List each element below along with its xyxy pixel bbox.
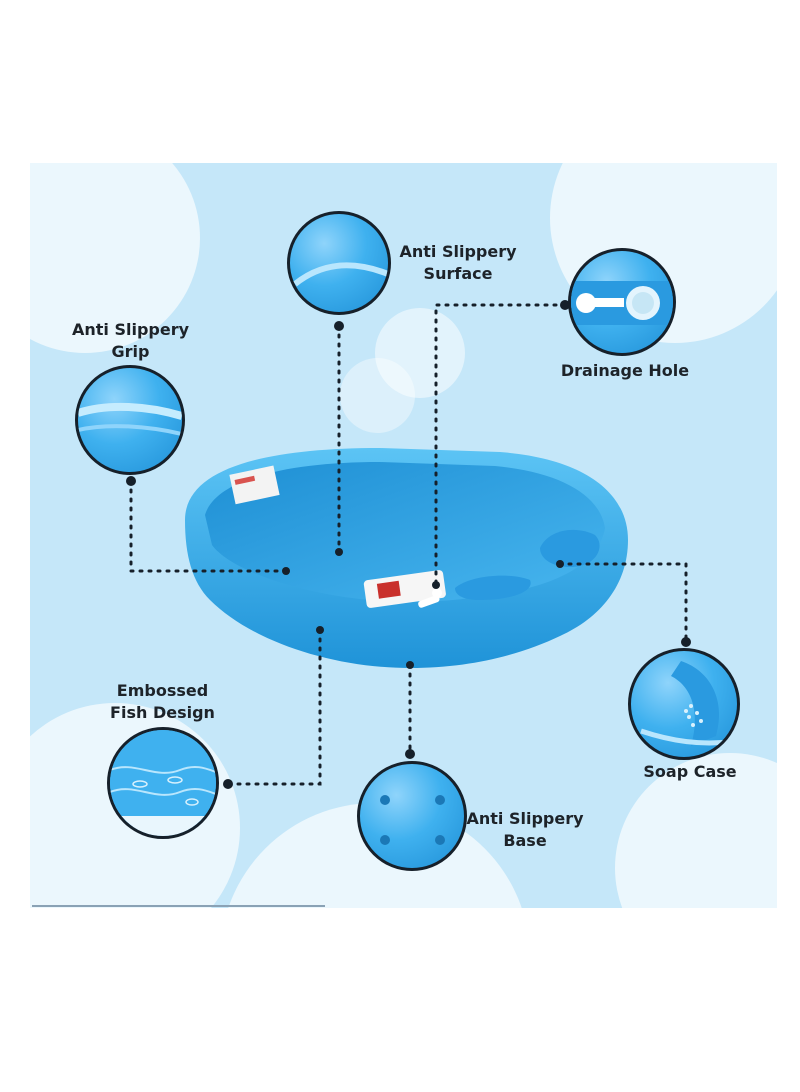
bubble <box>340 358 415 433</box>
soap-case-label: Soap Case <box>630 761 750 783</box>
grip-label-line1: Anti Slippery <box>71 320 190 339</box>
drainage-hole-label-text: Drainage Hole <box>560 361 690 380</box>
surface-label-line1: Anti Slippery <box>399 242 517 261</box>
fish-design-label-line1: Embossed <box>116 681 209 700</box>
surface-label: Anti Slippery Surface <box>398 241 518 285</box>
drainage-hole-label: Drainage Hole <box>555 360 695 382</box>
bubble <box>375 308 465 398</box>
divider-line <box>32 905 325 907</box>
grip-detail-image <box>75 365 185 475</box>
surface-label-line2: Surface <box>423 264 493 283</box>
base-label-line2: Base <box>503 831 547 850</box>
surface-detail-image <box>287 211 391 315</box>
grip-label: Anti Slippery Grip <box>68 319 193 363</box>
base-label-line1: Anti Slippery <box>466 809 584 828</box>
soap-case-detail-image <box>628 648 740 760</box>
fish-design-detail-image <box>107 727 219 839</box>
grip-label-line2: Grip <box>111 342 150 361</box>
base-detail-image <box>357 761 467 871</box>
fish-design-label-line2: Fish Design <box>110 703 215 722</box>
base-label: Anti Slippery Base <box>464 808 586 852</box>
soap-case-label-text: Soap Case <box>643 762 737 781</box>
drainage-hole-detail-image <box>568 248 676 356</box>
fish-design-label: Embossed Fish Design <box>100 680 225 724</box>
